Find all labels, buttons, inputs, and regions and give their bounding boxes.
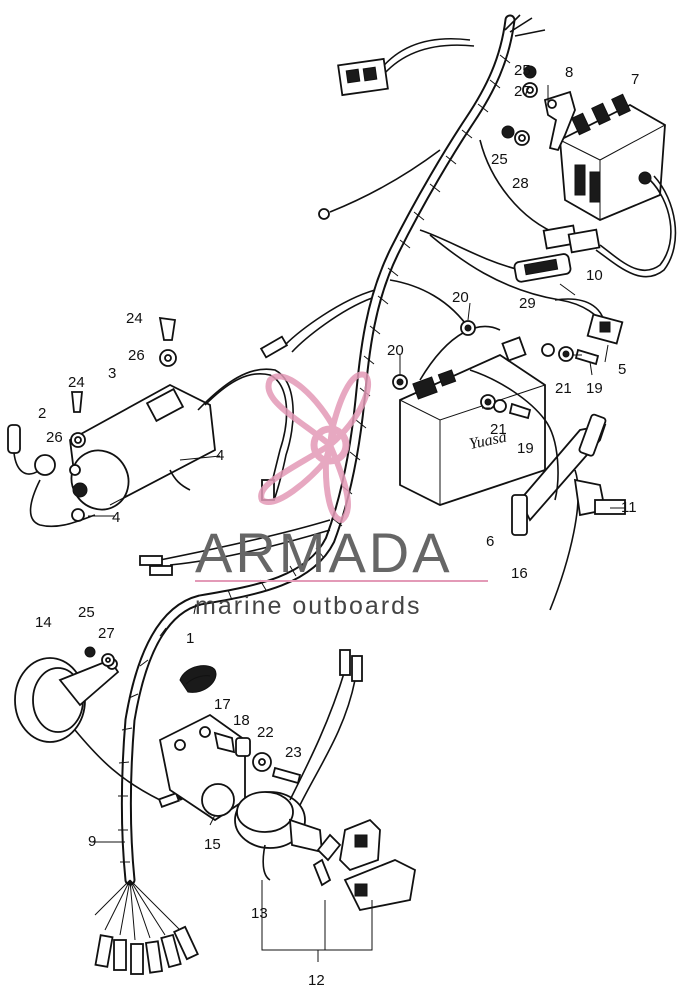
callout-26b: 26 [46,429,63,446]
callout-21b: 21 [490,421,507,438]
callout-14: 14 [35,614,52,631]
callout-1: 1 [186,630,194,647]
leader-lines [88,85,625,843]
callout-20a: 20 [452,289,469,306]
callout-2: 2 [38,405,46,422]
callout-21a: 21 [555,380,572,397]
hardware-battery [392,320,600,420]
callout-22: 22 [257,724,274,741]
callout-4a: 4 [216,447,224,464]
grommet [179,665,217,693]
relay-connector [554,298,624,345]
callout-24b: 24 [68,374,85,391]
propeller-logo [258,371,372,524]
callout-29: 29 [519,295,536,312]
callout-27b: 27 [98,625,115,642]
callout-4b: 4 [112,509,120,526]
hardware-coil [70,316,177,448]
harness-connector [337,57,389,97]
switch-cover [339,818,416,912]
callout-9: 9 [88,833,96,850]
callout-bracket-12 [261,880,373,962]
callout-25b: 25 [491,151,508,168]
watermark-title: ARMADA [195,521,453,584]
callout-18: 18 [233,712,250,729]
fuse-box [559,93,677,278]
callout-12: 12 [308,972,325,989]
callout-3: 3 [108,365,116,382]
callout-15: 15 [204,836,221,853]
callout-19a: 19 [586,380,603,397]
callout-27a: 27 [514,83,531,100]
switch-bracket [158,713,302,822]
callout-26a: 26 [128,347,145,364]
callout-23: 23 [285,744,302,761]
spark-plug-cap [7,424,96,528]
callout-8: 8 [565,64,573,81]
fuse-holder [513,224,601,283]
ignition-switch [234,649,363,887]
callout-5: 5 [618,361,626,378]
callout-19b: 19 [517,440,534,457]
callout-13: 13 [251,905,268,922]
watermark-subtitle: marine outboards [195,592,422,620]
callout-10: 10 [586,267,603,284]
callout-labels: 1 2 3 4 4 5 6 7 8 9 10 11 12 13 14 15 16… [35,62,639,989]
callout-6: 6 [486,533,494,550]
battery-strap [511,413,626,611]
callout-28: 28 [512,175,529,192]
battery: Yuasa [399,336,546,506]
callout-17: 17 [214,696,231,713]
horn [14,646,161,801]
callout-25c: 25 [78,604,95,621]
callout-16: 16 [511,565,528,582]
fuse-bracket [543,90,576,152]
callout-24a: 24 [126,310,143,327]
callout-11: 11 [621,499,637,516]
callout-7: 7 [631,71,639,88]
callout-20b: 20 [387,342,404,359]
hardware-top-right [501,65,538,146]
watermark: ARMADA marine outboards [195,371,488,620]
callout-25a: 25 [514,62,531,79]
ignition-coil [69,368,294,511]
